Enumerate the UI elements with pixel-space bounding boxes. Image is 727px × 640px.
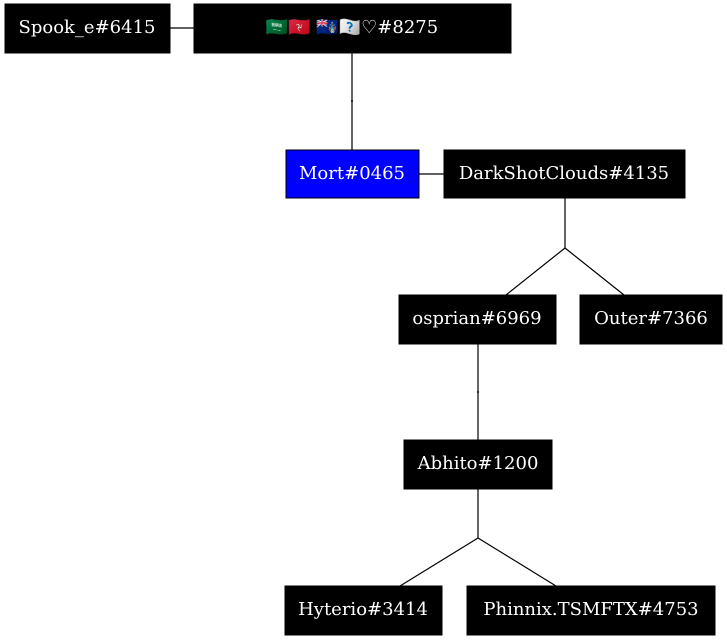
node-label: Spook_e#6415 xyxy=(19,17,156,38)
node-darkshot[interactable]: DarkShotClouds#4135 xyxy=(443,149,686,199)
node-label: DarkShotClouds#4135 xyxy=(459,163,669,184)
node-label: Hyterio#3414 xyxy=(298,599,428,620)
edge-darkshot-to-osprian xyxy=(505,247,566,296)
node-abhito[interactable]: Abhito#1200 xyxy=(403,439,553,490)
edge-abhito-to-phinnix xyxy=(477,537,557,587)
node-label: Phinnix.TSMFTX#4753 xyxy=(483,599,698,620)
node-phinnix[interactable]: Phinnix.TSMFTX#4753 xyxy=(466,585,716,636)
node-hyterio[interactable]: Hyterio#3414 xyxy=(284,585,443,636)
node-label: osprian#6969 xyxy=(412,308,541,329)
tree-edges xyxy=(170,27,625,587)
edge-junction-dot xyxy=(351,100,353,102)
node-label: Abhito#1200 xyxy=(417,453,539,474)
edge-darkshot-to-outer xyxy=(564,247,625,296)
edge-abhito-to-hyterio xyxy=(399,537,479,587)
node-mort[interactable]: Mort#0465 xyxy=(285,149,420,199)
node-osprian[interactable]: osprian#6969 xyxy=(398,294,557,345)
node-spook[interactable]: Spook_e#6415 xyxy=(4,3,171,54)
node-label: 🇸🇦🇮🇲 🇹🇦🇰🇺♡#8275 xyxy=(266,17,438,38)
edge-junction-dot xyxy=(477,391,479,393)
node-label: Mort#0465 xyxy=(299,163,405,184)
node-outer[interactable]: Outer#7366 xyxy=(579,294,723,345)
node-tag8275[interactable]: 🇸🇦🇮🇲 🇹🇦🇰🇺♡#8275 xyxy=(193,3,512,54)
node-label: Outer#7366 xyxy=(594,308,708,329)
